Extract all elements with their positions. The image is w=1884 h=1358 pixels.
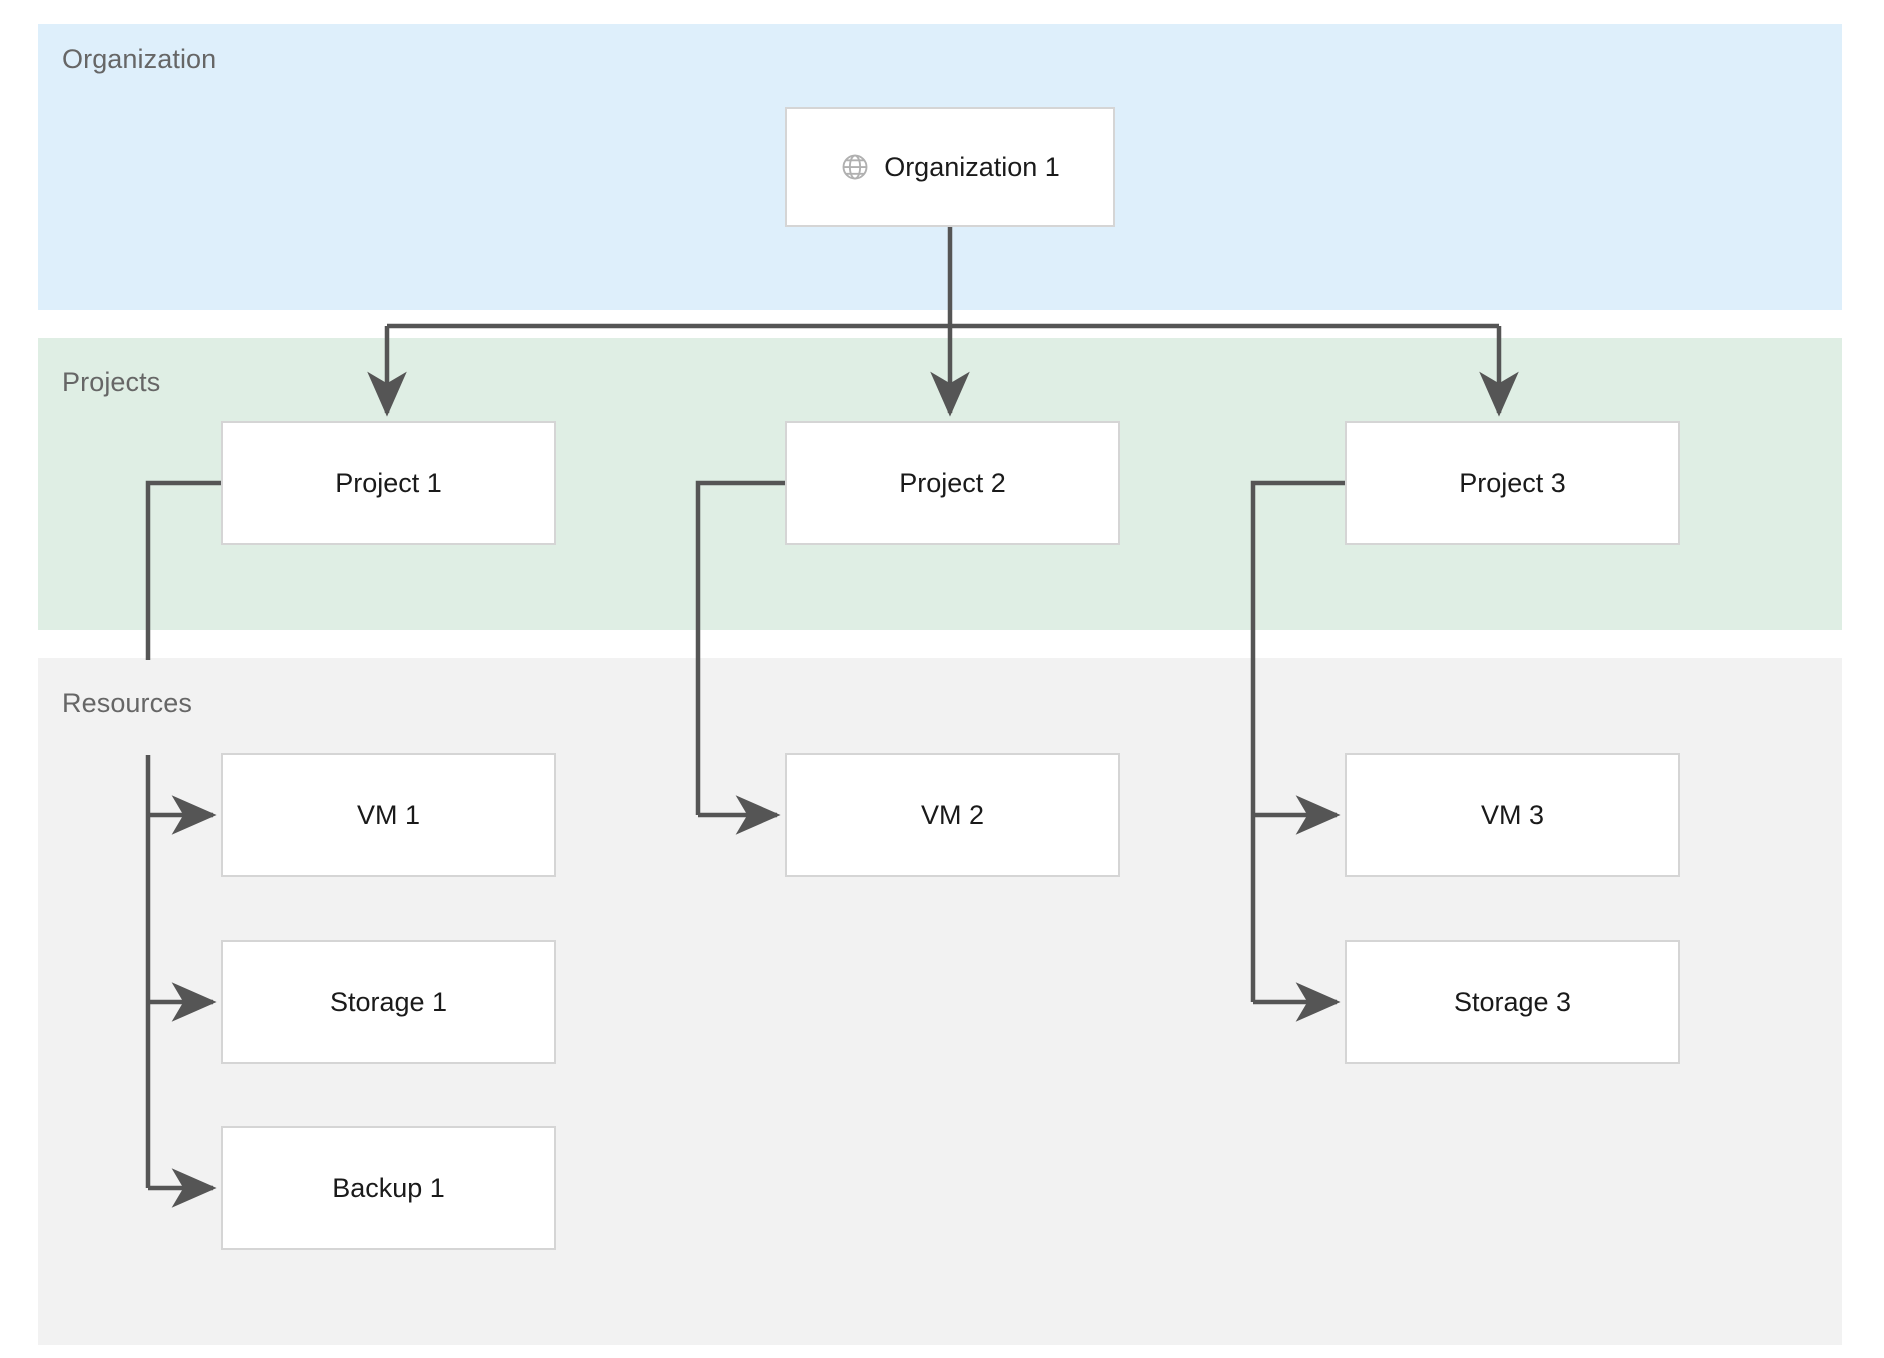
node-vm-1[interactable]: VM 1 (221, 753, 556, 877)
globe-icon (840, 152, 870, 182)
band-label-resources: Resources (62, 688, 192, 718)
node-project-3[interactable]: Project 3 (1345, 421, 1680, 545)
node-project-2[interactable]: Project 2 (785, 421, 1120, 545)
node-label: Storage 1 (329, 986, 448, 1017)
node-label: VM 3 (1480, 799, 1545, 830)
node-backup-1[interactable]: Backup 1 (221, 1126, 556, 1250)
node-label: Backup 1 (332, 1172, 445, 1203)
band-label-projects: Projects (62, 367, 161, 397)
node-label: Storage 3 (1453, 986, 1572, 1017)
node-label: Project 2 (899, 467, 1006, 498)
node-label: VM 1 (356, 799, 421, 830)
band-label-organization: Organization (62, 44, 217, 74)
node-label: Organization 1 (884, 151, 1060, 182)
node-project-1[interactable]: Project 1 (221, 421, 556, 545)
node-vm-3[interactable]: VM 3 (1345, 753, 1680, 877)
node-label: VM 2 (920, 799, 985, 830)
node-vm-2[interactable]: VM 2 (785, 753, 1120, 877)
node-organization-1[interactable]: Organization 1 (785, 107, 1115, 227)
node-storage-3[interactable]: Storage 3 (1345, 940, 1680, 1064)
node-label: Project 3 (1459, 467, 1566, 498)
node-label: Project 1 (335, 467, 442, 498)
node-storage-1[interactable]: Storage 1 (221, 940, 556, 1064)
